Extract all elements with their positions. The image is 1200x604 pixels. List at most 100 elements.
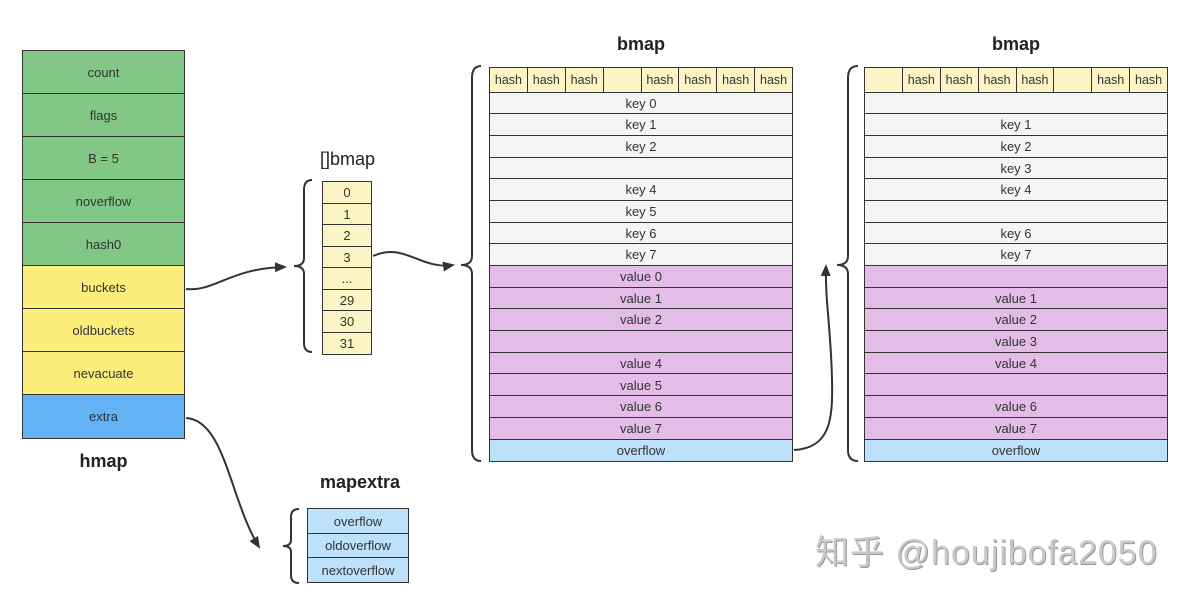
mapextra-field-oldoverflow-label: oldoverflow (325, 538, 391, 553)
bmap2-value-slot-label: value 2 (995, 312, 1037, 328)
bmap1-value-slot: value 6 (489, 395, 793, 419)
bmap1-value-slot-label: value 5 (620, 377, 662, 393)
bucket-array-title: []bmap (319, 149, 376, 169)
bucket-array-item-label: 0 (343, 185, 351, 200)
bmap2-value-slot: value 7 (864, 416, 1168, 440)
bmap1-key-slot: key 5 (489, 199, 793, 224)
bmap2-key-slot-label: key 7 (1000, 247, 1032, 263)
bmap2-value-slot: value 4 (864, 351, 1168, 375)
bmap1-key-slot-label: key 4 (625, 182, 657, 198)
tophash-cell: hash (526, 68, 565, 92)
tophash-cell: hash (490, 68, 527, 92)
bucket-array-item-label: 1 (343, 206, 351, 222)
hmap-field-count-label: count (87, 64, 120, 80)
hmap-field-b5-label: B = 5 (88, 150, 119, 166)
tophash-cell: hash (939, 68, 978, 92)
tophash-cell (602, 68, 641, 92)
hmap-field-b5: B = 5 (22, 136, 185, 181)
bucket-array-item: ... (322, 267, 372, 290)
tophash-cell: hash (716, 68, 755, 92)
bmap2-key-slot-label: key 4 (1000, 182, 1032, 198)
bmap2-value-slot-label: value 1 (995, 290, 1037, 306)
bmap2-key-slot: key 6 (864, 221, 1168, 245)
bmap2-value-slot-label: value 7 (995, 420, 1037, 436)
bmap1-key-slot-label: key 5 (625, 204, 657, 220)
tophash-cell: hash (977, 68, 1016, 92)
mapextra-field-nextoverflow: nextoverflow (307, 557, 409, 583)
bucket-array-item: 31 (322, 331, 372, 355)
bmap2-value-slot: value 2 (864, 308, 1168, 332)
bmap2-key-slot (864, 199, 1168, 224)
bmap1-overflow-pointer: overflow (489, 438, 793, 462)
buckets-arrow (185, 262, 287, 291)
bmap1-key-slot: key 7 (489, 243, 793, 267)
bmap2-key-slot: key 4 (864, 178, 1168, 202)
bmap2-key-slot: key 3 (864, 156, 1168, 180)
tophash-cell (865, 68, 902, 92)
bucket-array-item-label: 3 (343, 249, 351, 265)
hmap-field-noverflow-label: noverflow (75, 193, 132, 209)
bucket-array-item-label: 30 (339, 314, 355, 329)
bmap2-key-slot (864, 91, 1168, 115)
bmap1-key-slot-label: key 6 (625, 225, 657, 241)
bmap1-value-slot: value 4 (489, 351, 793, 375)
bucket-array-item: 30 (322, 310, 372, 333)
bmap1-key-slot: key 1 (489, 113, 793, 137)
bucket-array-item-label: 2 (343, 228, 351, 243)
bmap2-title: bmap (991, 34, 1040, 54)
bucket-array-item: 1 (322, 202, 372, 226)
bmap1-key-slot-label: key 2 (625, 138, 657, 154)
mapextra-field-overflow-label: overflow (333, 513, 383, 529)
bmap1-key-slot (489, 156, 793, 180)
tophash-cell (1053, 68, 1092, 92)
bmap1-key-slot: key 6 (489, 221, 793, 245)
hmap-field-flags-label: flags (89, 107, 118, 123)
bmap1-key-slot-label: key 7 (625, 247, 657, 263)
bucket-array-item-label: 29 (339, 292, 355, 308)
extra-arrow (185, 417, 261, 549)
bmap2-value-slot-label: value 3 (995, 334, 1037, 350)
mapextra-field-overflow: overflow (307, 508, 409, 534)
bmap1-value-slot-label: value 7 (620, 420, 662, 436)
hmap-field-oldbuckets: oldbuckets (22, 308, 185, 353)
bmap2-value-slot (864, 265, 1168, 289)
bmap1-value-slot: value 5 (489, 373, 793, 397)
bucket-array-item: 3 (322, 245, 372, 269)
tophash-cell: hash (564, 68, 603, 92)
bmap1-value-slot-label: value 4 (620, 355, 662, 371)
hmap-field-nevacuate-label: nevacuate (73, 365, 134, 381)
bmap2-value-slot-label: value 4 (995, 355, 1037, 371)
bmap2-brace (836, 65, 859, 462)
bmap1-value-slot-label: value 1 (620, 290, 662, 306)
bmap1-title: bmap (616, 34, 665, 54)
bmap2-key-slot-label: key 1 (1000, 117, 1032, 133)
bmap1-key-slot: key 4 (489, 178, 793, 202)
hmap-field-oldbuckets-label: oldbuckets (72, 322, 135, 338)
bmap2-value-slot: value 1 (864, 286, 1168, 310)
hmap-field-nevacuate: nevacuate (22, 351, 185, 396)
hmap-field-extra: extra (22, 394, 185, 439)
bmap2-value-slot: value 6 (864, 395, 1168, 419)
bucket-array-item: 0 (322, 181, 372, 204)
mapextra-field-nextoverflow-label: nextoverflow (321, 562, 395, 578)
bucket-array-item: 2 (322, 224, 372, 247)
bmap1-value-slot: value 1 (489, 286, 793, 310)
bmap2-overflow-pointer: overflow (864, 438, 1168, 462)
bmap1-key-slot-label: key 1 (625, 117, 657, 133)
tophash-cell: hash (1015, 68, 1054, 92)
bmap2-overflow-pointer-label: overflow (991, 442, 1041, 458)
tophash-cell: hash (640, 68, 679, 92)
bmap1-key-slot: key 0 (489, 91, 793, 115)
hmap-field-count: count (22, 50, 185, 95)
mapextra-field-oldoverflow: oldoverflow (307, 532, 409, 559)
bucket-array: 0 1 2 3... 29 30 31 (322, 181, 372, 355)
hmap-field-buckets-label: buckets (81, 279, 126, 295)
bucket-array-item: 29 (322, 288, 372, 312)
tophash-cell: hash (901, 68, 940, 92)
mapextra-title: mapextra (319, 472, 401, 492)
tophash-cell: hash (678, 68, 717, 92)
bmap1-value-slot: value 7 (489, 416, 793, 440)
